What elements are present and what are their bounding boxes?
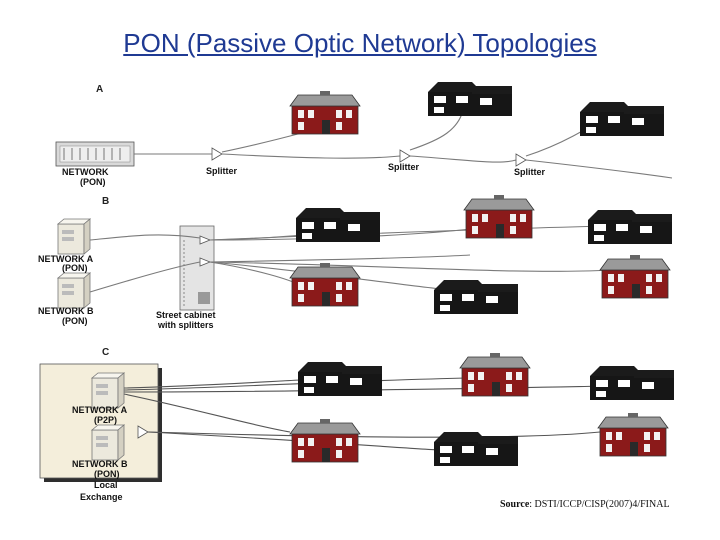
house-dark-c3 [434,432,518,466]
house-dark-c2 [590,366,674,400]
network-a-label: NETWORK A [38,254,94,264]
splitter-label-2: Splitter [388,162,420,172]
house-red-c2 [289,418,361,463]
server-network-a-b [57,218,91,255]
server-network-b-b [57,272,91,309]
street-cabinet-label-2: with splitters [157,320,214,330]
section-a-label: A [96,84,103,95]
source-text: : DSTI/ICCP/CISP(2007)4/FINAL [529,499,669,510]
network-b-sublabel: (PON) [62,316,88,326]
splitter-icon-2 [399,149,411,163]
network-pon-a-label: NETWORK [62,167,109,177]
page-title: PON (Passive Optic Network) Topologies [123,28,597,58]
street-cabinet [179,225,215,311]
c-network-b-sublabel: (PON) [94,469,120,479]
c-network-a-label: NETWORK A [72,405,128,415]
house-red-c1 [459,352,531,397]
local-exchange-label-1: Local [94,480,118,490]
house-red-b1 [463,194,535,239]
splitter-label-1: Splitter [206,166,238,176]
house-dark-a2 [580,102,664,136]
local-exchange-label-2: Exchange [80,492,123,502]
server-network-a-c [91,372,125,409]
splitter-icon-c [137,425,149,439]
fibre-lines-c [123,377,611,451]
house-red-b2 [289,262,361,307]
network-a-sublabel: (PON) [62,263,88,273]
house-dark-b3 [434,280,518,314]
c-network-a-sublabel: (P2P) [94,415,117,425]
house-red-b3 [599,254,671,299]
section-b-label: B [102,196,109,207]
splitter-icon-3 [515,153,527,167]
server-network-b-c [91,424,125,461]
network-pon-equipment-a [55,141,135,167]
street-cabinet-label-1: Street cabinet [156,310,216,320]
house-dark-b2 [588,210,672,244]
source-note: Source: DSTI/ICCP/CISP(2007)4/FINAL [500,499,670,510]
house-red-a1 [289,90,361,135]
section-c-label: C [102,347,109,358]
house-dark-c1 [298,362,382,396]
c-network-b-label: NETWORK B [72,459,128,469]
house-dark-b1 [296,208,380,242]
splitter-label-3: Splitter [514,167,546,177]
network-b-label: NETWORK B [38,306,94,316]
network-pon-a-sublabel: (PON) [80,177,106,187]
house-red-c3 [597,412,669,457]
source-prefix: Source [500,499,530,510]
splitter-icon-1 [211,147,223,161]
house-dark-a1 [428,82,512,116]
